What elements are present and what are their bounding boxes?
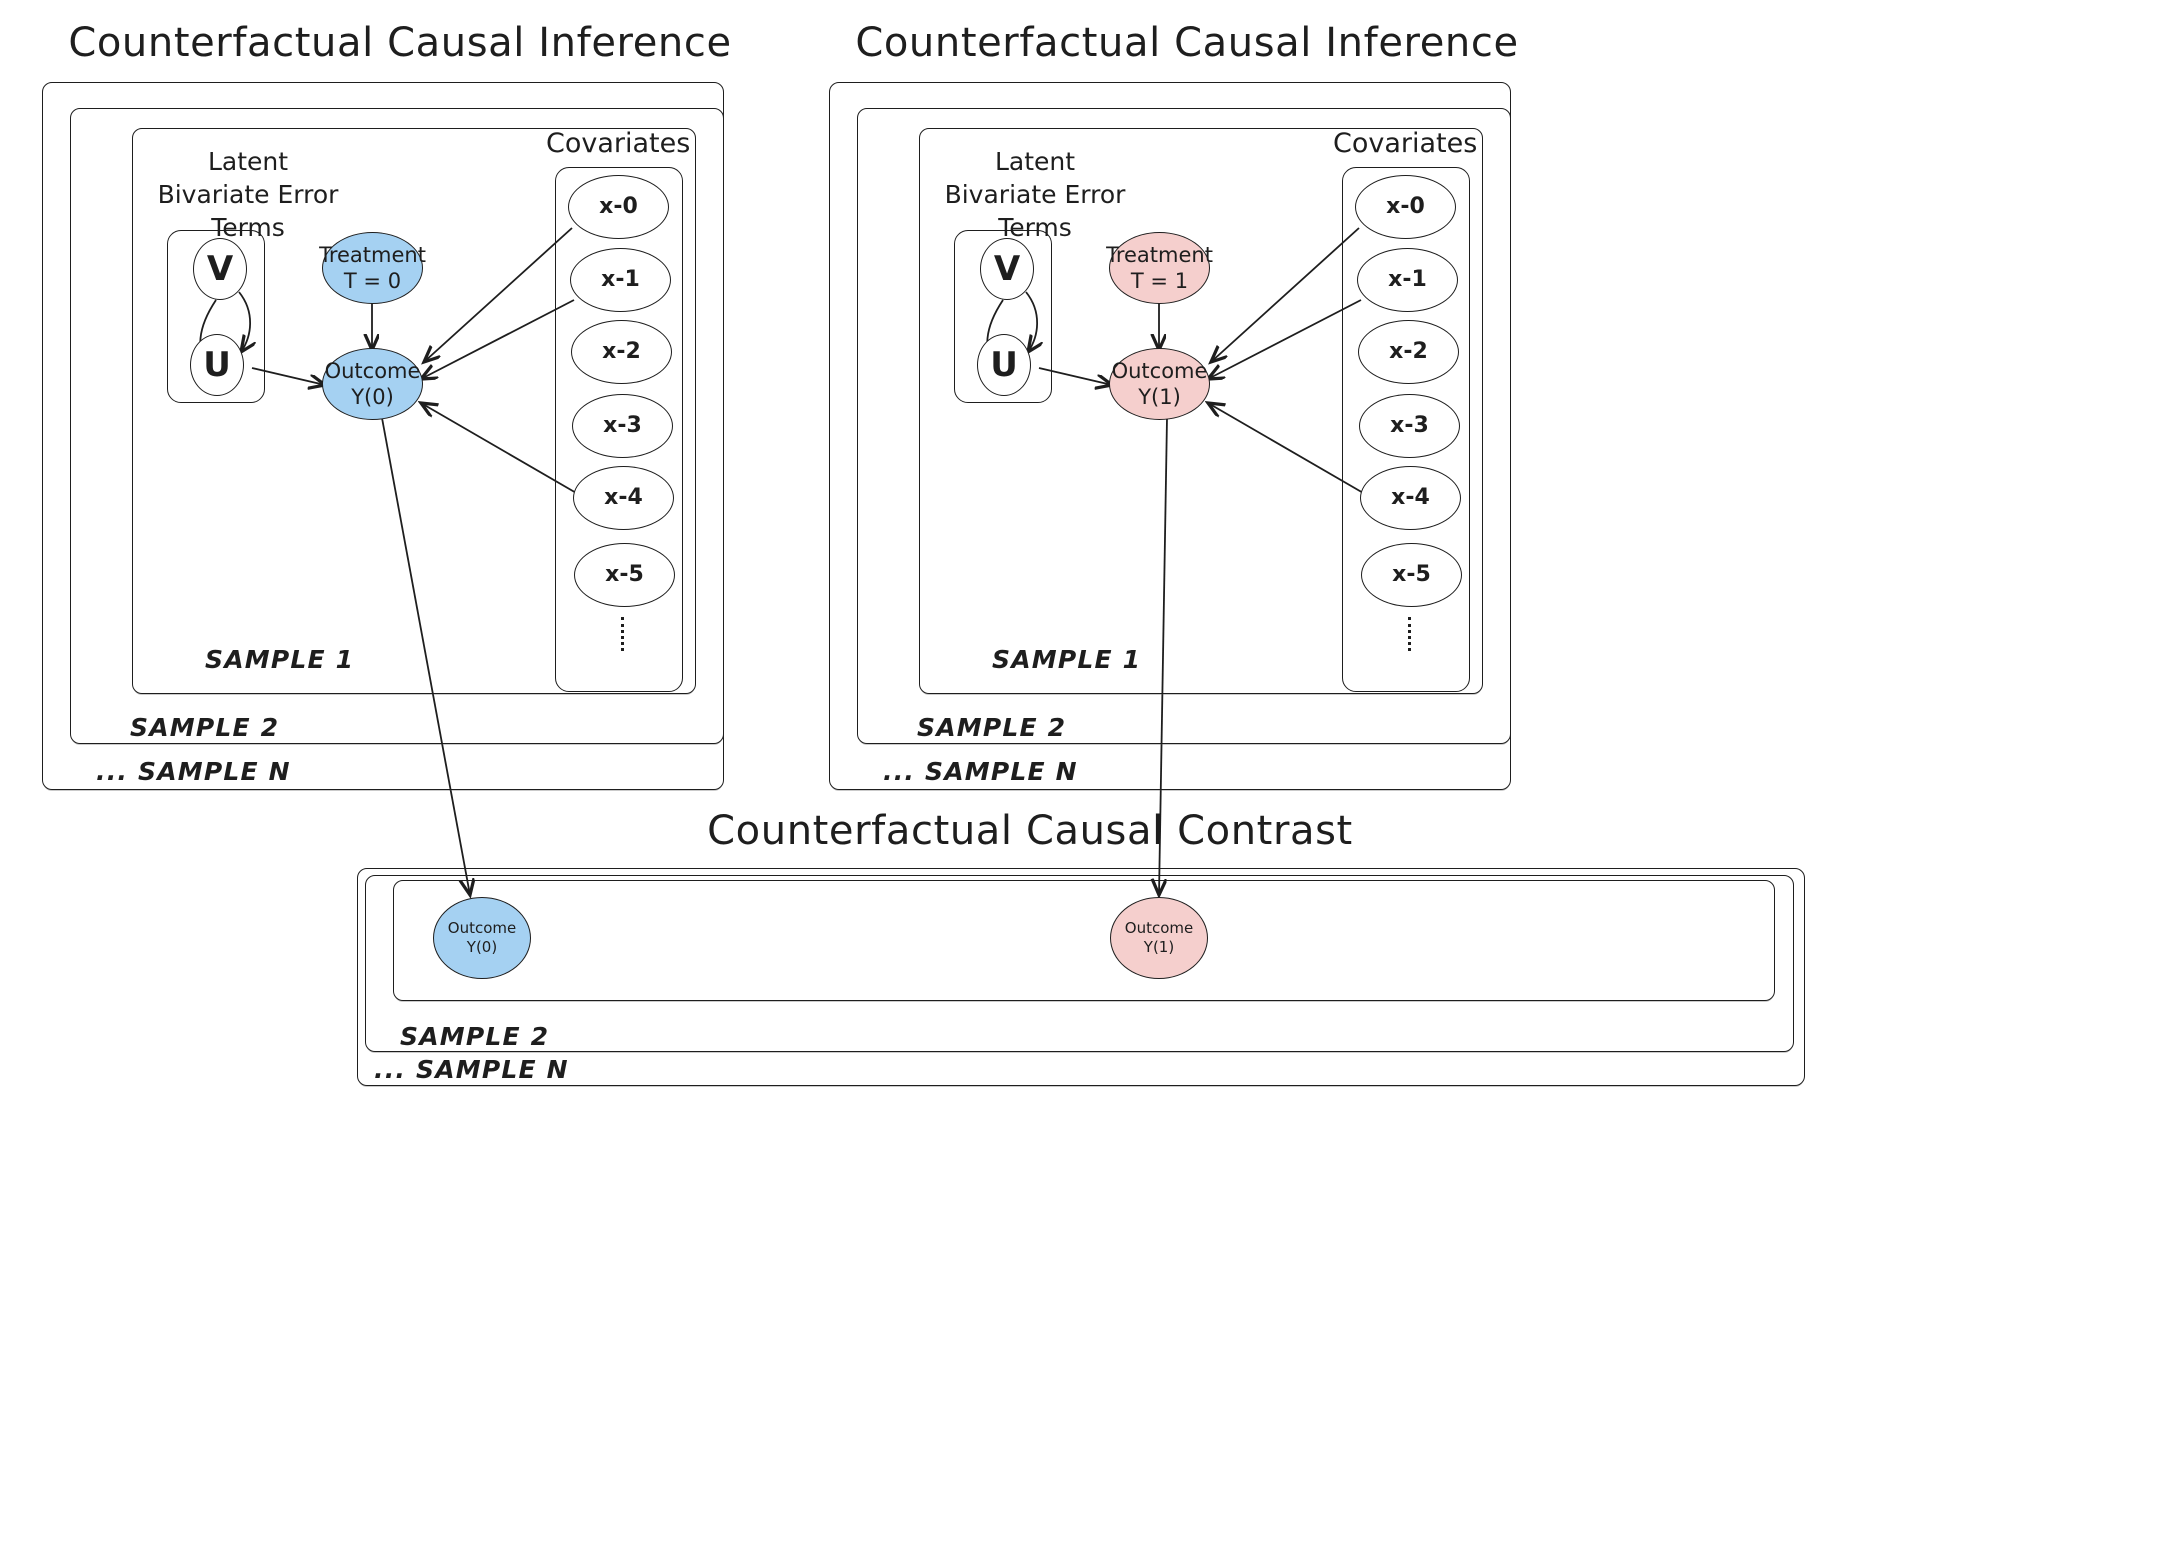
right-outcome-label-1: Outcome — [1111, 358, 1208, 383]
left-covariates-box — [555, 167, 683, 692]
right-covariate-x-4[interactable]: x-4 — [1360, 466, 1461, 530]
left-frame-label-sample-2: SAMPLE 2 — [130, 713, 280, 742]
right-frame-label-sample-2: SAMPLE 2 — [917, 713, 1067, 742]
right-covariate-x-2-label: x-2 — [1389, 339, 1428, 365]
right-panel-title: Counterfactual Causal Inference — [855, 20, 1519, 66]
right-covariate-x-4-label: x-4 — [1391, 485, 1430, 511]
left-covariate-x-0-label: x-0 — [599, 194, 638, 220]
right-frame-label-sample-1: SAMPLE 1 — [992, 645, 1142, 674]
right-frame-sample-2 — [857, 108, 1511, 744]
left-outcome-label-2: Y(0) — [351, 385, 394, 409]
left-latent-node-u[interactable]: U — [190, 334, 244, 396]
left-covariate-x-1-label: x-1 — [601, 267, 640, 293]
bottom-outcome-control-label-1: Outcome — [447, 919, 517, 938]
right-covariate-x-3-label: x-3 — [1390, 413, 1429, 439]
left-latent-node-v[interactable]: V — [193, 238, 247, 300]
bottom-outcome-control-label-2: Y(0) — [466, 938, 498, 956]
bottom-frame-sample-2 — [365, 875, 1794, 1052]
left-latent-title: Latent Bivariate Error Terms — [157, 147, 339, 242]
right-treatment-label-2: T = 1 — [1130, 269, 1189, 293]
right-treatment-label-1: Treatment — [1106, 242, 1213, 267]
left-treatment-label-1: Treatment — [319, 242, 426, 267]
right-covariate-x-0-label: x-0 — [1386, 194, 1425, 220]
left-frame-sample-2 — [70, 108, 724, 744]
bottom-outcome-control-node[interactable]: Outcome Y(0) — [433, 897, 531, 979]
left-frame-label-sample-1: SAMPLE 1 — [205, 645, 355, 674]
bottom-frame-label-sample-n: ... SAMPLE N — [374, 1055, 569, 1084]
left-covariate-x-4[interactable]: x-4 — [573, 466, 674, 530]
right-frame-sample-1 — [919, 128, 1483, 694]
left-treatment-node[interactable]: Treatment T = 0 — [319, 232, 426, 304]
bottom-outcome-treated-label-1: Outcome — [1124, 919, 1194, 938]
left-covariate-x-1[interactable]: x-1 — [570, 248, 671, 312]
bottom-frame-inner — [393, 880, 1775, 1001]
left-latent-node-u-label: U — [203, 344, 231, 385]
right-latent-node-v-label: V — [993, 248, 1021, 289]
left-covariates-ellipsis-icon — [621, 617, 628, 651]
bottom-panel-title: Counterfactual Causal Contrast — [707, 808, 1353, 854]
right-covariate-x-5[interactable]: x-5 — [1361, 543, 1462, 607]
left-panel-title: Counterfactual Causal Inference — [68, 20, 732, 66]
left-treatment-label-2: T = 0 — [343, 269, 402, 293]
right-covariate-x-1[interactable]: x-1 — [1357, 248, 1458, 312]
left-latent-node-v-label: V — [206, 248, 234, 289]
left-covariate-x-0[interactable]: x-0 — [568, 175, 669, 239]
right-covariate-x-3[interactable]: x-3 — [1359, 394, 1460, 458]
right-covariate-x-1-label: x-1 — [1388, 267, 1427, 293]
right-treatment-node[interactable]: Treatment T = 1 — [1106, 232, 1213, 304]
bottom-outcome-treated-node[interactable]: Outcome Y(1) — [1110, 897, 1208, 979]
left-covariate-x-2-label: x-2 — [602, 339, 641, 365]
right-covariates-box — [1342, 167, 1470, 692]
right-covariate-x-5-label: x-5 — [1392, 562, 1431, 588]
left-covariate-x-3[interactable]: x-3 — [572, 394, 673, 458]
left-covariate-x-5[interactable]: x-5 — [574, 543, 675, 607]
left-covariate-x-5-label: x-5 — [605, 562, 644, 588]
right-outcome-label-2: Y(1) — [1138, 385, 1181, 409]
right-latent-node-v[interactable]: V — [980, 238, 1034, 300]
right-latent-node-u-label: U — [990, 344, 1018, 385]
left-latent-box — [167, 230, 265, 403]
right-latent-box — [954, 230, 1052, 403]
right-covariate-x-0[interactable]: x-0 — [1355, 175, 1456, 239]
right-latent-title: Latent Bivariate Error Terms — [944, 147, 1126, 242]
bottom-frame-sample-n — [357, 868, 1805, 1086]
right-frame-label-sample-n: ... SAMPLE N — [883, 757, 1078, 786]
left-frame-sample-1 — [132, 128, 696, 694]
left-covariates-title: Covariates — [546, 128, 691, 159]
right-covariates-ellipsis-icon — [1408, 617, 1415, 651]
left-covariate-x-4-label: x-4 — [604, 485, 643, 511]
right-covariate-x-2[interactable]: x-2 — [1358, 320, 1459, 384]
left-covariate-x-3-label: x-3 — [603, 413, 642, 439]
right-outcome-node[interactable]: Outcome Y(1) — [1109, 348, 1210, 420]
bottom-outcome-treated-label-2: Y(1) — [1143, 938, 1175, 956]
left-covariate-x-2[interactable]: x-2 — [571, 320, 672, 384]
left-outcome-node[interactable]: Outcome Y(0) — [322, 348, 423, 420]
left-outcome-label-1: Outcome — [324, 358, 421, 383]
right-latent-node-u[interactable]: U — [977, 334, 1031, 396]
left-frame-label-sample-n: ... SAMPLE N — [96, 757, 291, 786]
right-covariates-title: Covariates — [1333, 128, 1478, 159]
bottom-frame-label-sample-2: SAMPLE 2 — [400, 1022, 550, 1051]
